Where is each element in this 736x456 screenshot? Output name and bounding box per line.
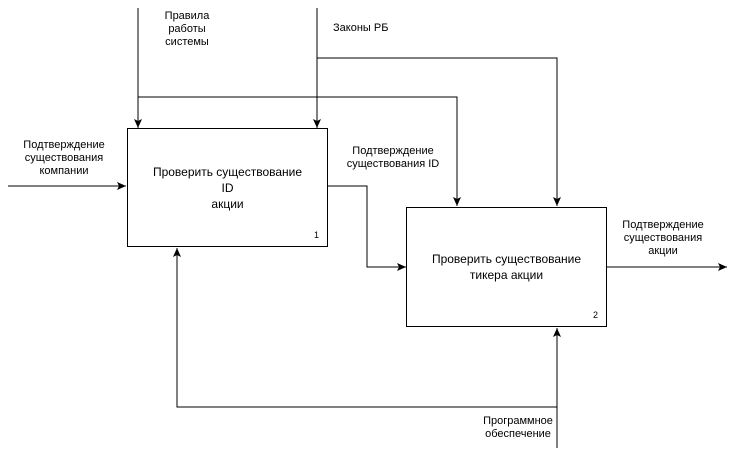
process-box-2: Проверить существование тикера акции 2 (406, 207, 607, 327)
mechanism-box1-arrow (173, 248, 557, 408)
label-output-final: Подтверждение существования акции (622, 219, 704, 257)
process-box-2-title: Проверить существование тикера акции (431, 252, 582, 282)
process-box-1-number: 1 (313, 230, 319, 240)
process-box-1-title: Проверить существование ID акции (152, 164, 303, 211)
process-box-2-number: 2 (592, 310, 598, 320)
label-input-company: Подтверждение существования компании (23, 139, 105, 177)
label-control-laws: Законы РБ (333, 22, 389, 34)
control-rules-branch-arrow (138, 96, 461, 206)
control-laws-branch-arrow (317, 57, 561, 206)
label-mechanism-software: Программное обеспечение (483, 415, 553, 440)
process-box-1: Проверить существование ID акции 1 (127, 128, 328, 247)
output-id-arrow (328, 185, 406, 271)
label-control-rules: Правила работы системы (164, 10, 210, 48)
label-output-id: Подтверждение существования ID (346, 145, 440, 170)
